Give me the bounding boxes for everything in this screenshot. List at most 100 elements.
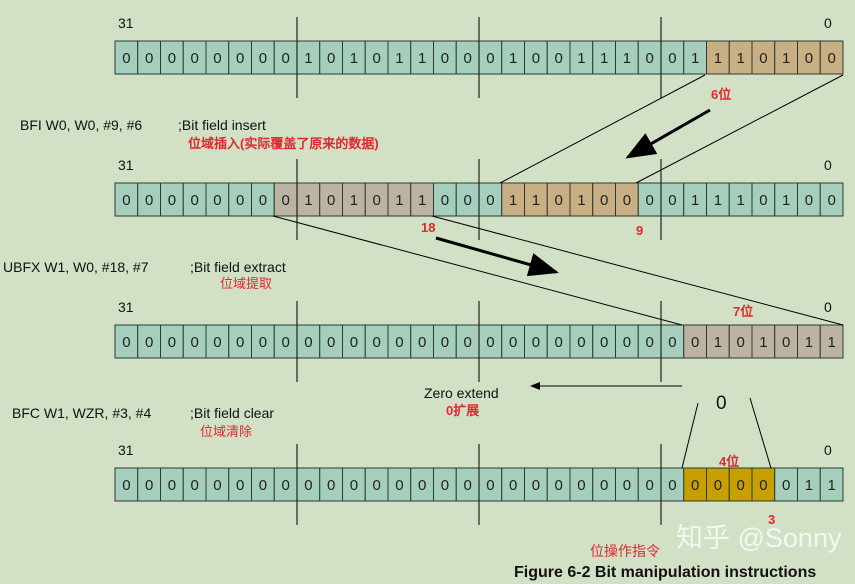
bit-value: 0 bbox=[122, 50, 130, 67]
bit-value: 0 bbox=[782, 477, 790, 494]
extract-arrow bbox=[435, 236, 559, 277]
bit-value: 0 bbox=[441, 334, 449, 351]
bit-value: 0 bbox=[441, 192, 449, 209]
bit-value: 0 bbox=[259, 50, 267, 67]
bit-value: 0 bbox=[554, 334, 562, 351]
bit-value: 1 bbox=[577, 192, 585, 209]
bit-value: 0 bbox=[532, 334, 540, 351]
clear-right-line bbox=[749, 397, 772, 469]
bit-value: 0 bbox=[395, 334, 403, 351]
bit-value: 0 bbox=[441, 50, 449, 67]
bit-value: 0 bbox=[577, 334, 585, 351]
bit-cell bbox=[819, 40, 844, 75]
bit-value: 0 bbox=[327, 334, 335, 351]
bit-value: 1 bbox=[395, 192, 403, 209]
bit-value: 1 bbox=[304, 50, 312, 67]
bit-value: 0 bbox=[441, 477, 449, 494]
bit-value: 0 bbox=[418, 334, 426, 351]
bit-value: 1 bbox=[805, 477, 813, 494]
bit-value: 0 bbox=[122, 334, 130, 351]
bit-value: 1 bbox=[736, 192, 744, 209]
bit-cell bbox=[819, 467, 844, 502]
bit-value: 0 bbox=[759, 192, 767, 209]
bit-value: 0 bbox=[372, 477, 380, 494]
lsb-label: 0 bbox=[824, 15, 832, 31]
bit-value: 0 bbox=[463, 334, 471, 351]
bit-value: 0 bbox=[554, 192, 562, 209]
bit-value: 0 bbox=[736, 477, 744, 494]
bit-value: 0 bbox=[327, 50, 335, 67]
bit-value: 0 bbox=[168, 50, 176, 67]
bit-value: 0 bbox=[372, 334, 380, 351]
bit-value: 0 bbox=[668, 334, 676, 351]
insert-right-line bbox=[635, 74, 844, 184]
watermark: 知乎 @Sonny bbox=[676, 523, 842, 553]
bit-value: 1 bbox=[532, 192, 540, 209]
bfi-zh: 位域插入(实际覆盖了原来的数据) bbox=[188, 136, 379, 151]
msb-label: 31 bbox=[118, 157, 134, 173]
bit-value: 0 bbox=[600, 477, 608, 494]
bit-value: 0 bbox=[463, 192, 471, 209]
bit-value: 0 bbox=[213, 334, 221, 351]
bit-value: 1 bbox=[782, 50, 790, 67]
bit-value: 0 bbox=[190, 477, 198, 494]
bit-value: 0 bbox=[304, 477, 312, 494]
bit-value: 0 bbox=[759, 477, 767, 494]
clear-left-line bbox=[681, 402, 699, 469]
bit-value: 0 bbox=[509, 334, 517, 351]
bit-value: 0 bbox=[486, 50, 494, 67]
bit-value: 0 bbox=[486, 192, 494, 209]
bfc-comment: ;Bit field clear bbox=[190, 405, 275, 421]
figure-caption: Figure 6-2 Bit manipulation instructions bbox=[514, 564, 817, 581]
bit-value: 1 bbox=[304, 192, 312, 209]
bit-value: 0 bbox=[213, 192, 221, 209]
bit-value: 0 bbox=[486, 334, 494, 351]
bit-value: 0 bbox=[372, 50, 380, 67]
bit-value: 0 bbox=[281, 477, 289, 494]
bit-value: 0 bbox=[168, 477, 176, 494]
bit-value: 0 bbox=[281, 50, 289, 67]
bit-value: 1 bbox=[805, 334, 813, 351]
bit-value: 0 bbox=[350, 477, 358, 494]
bit-value: 1 bbox=[395, 50, 403, 67]
extract-right-line bbox=[431, 215, 844, 326]
bit-value: 1 bbox=[577, 50, 585, 67]
bit-value: 0 bbox=[236, 50, 244, 67]
bit-value: 0 bbox=[463, 50, 471, 67]
msb-label: 31 bbox=[118, 299, 134, 315]
bit-value: 0 bbox=[259, 192, 267, 209]
bit-value: 0 bbox=[691, 334, 699, 351]
bit-value: 0 bbox=[827, 50, 835, 67]
bit-value: 0 bbox=[645, 192, 653, 209]
bit-value: 0 bbox=[236, 334, 244, 351]
bit-value: 0 bbox=[554, 477, 562, 494]
bfc-code: BFC W1, WZR, #3, #4 bbox=[12, 405, 152, 421]
pos9-label: 9 bbox=[636, 223, 644, 238]
lsb-label: 0 bbox=[824, 442, 832, 458]
bit-value: 0 bbox=[213, 50, 221, 67]
seven-bits-label: 7位 bbox=[733, 304, 754, 319]
bit-value: 0 bbox=[190, 334, 198, 351]
bit-value: 0 bbox=[668, 477, 676, 494]
bit-value: 0 bbox=[577, 477, 585, 494]
bit-value: 1 bbox=[691, 192, 699, 209]
bit-value: 0 bbox=[281, 334, 289, 351]
bit-value: 0 bbox=[327, 192, 335, 209]
bit-value: 0 bbox=[645, 50, 653, 67]
bit-value: 0 bbox=[259, 334, 267, 351]
bit-value: 0 bbox=[122, 192, 130, 209]
extract-left-line bbox=[272, 215, 683, 326]
bit-value: 0 bbox=[827, 192, 835, 209]
bfi-comment: ;Bit field insert bbox=[178, 117, 266, 133]
bit-value: 1 bbox=[736, 50, 744, 67]
bit-value: 0 bbox=[623, 192, 631, 209]
bit-value: 0 bbox=[759, 50, 767, 67]
bit-value: 1 bbox=[418, 192, 426, 209]
bit-value: 0 bbox=[190, 192, 198, 209]
bit-value: 0 bbox=[600, 192, 608, 209]
bfc-zh: 位域清除 bbox=[200, 424, 253, 439]
pos3-label: 3 bbox=[768, 512, 776, 527]
bit-value: 0 bbox=[418, 477, 426, 494]
